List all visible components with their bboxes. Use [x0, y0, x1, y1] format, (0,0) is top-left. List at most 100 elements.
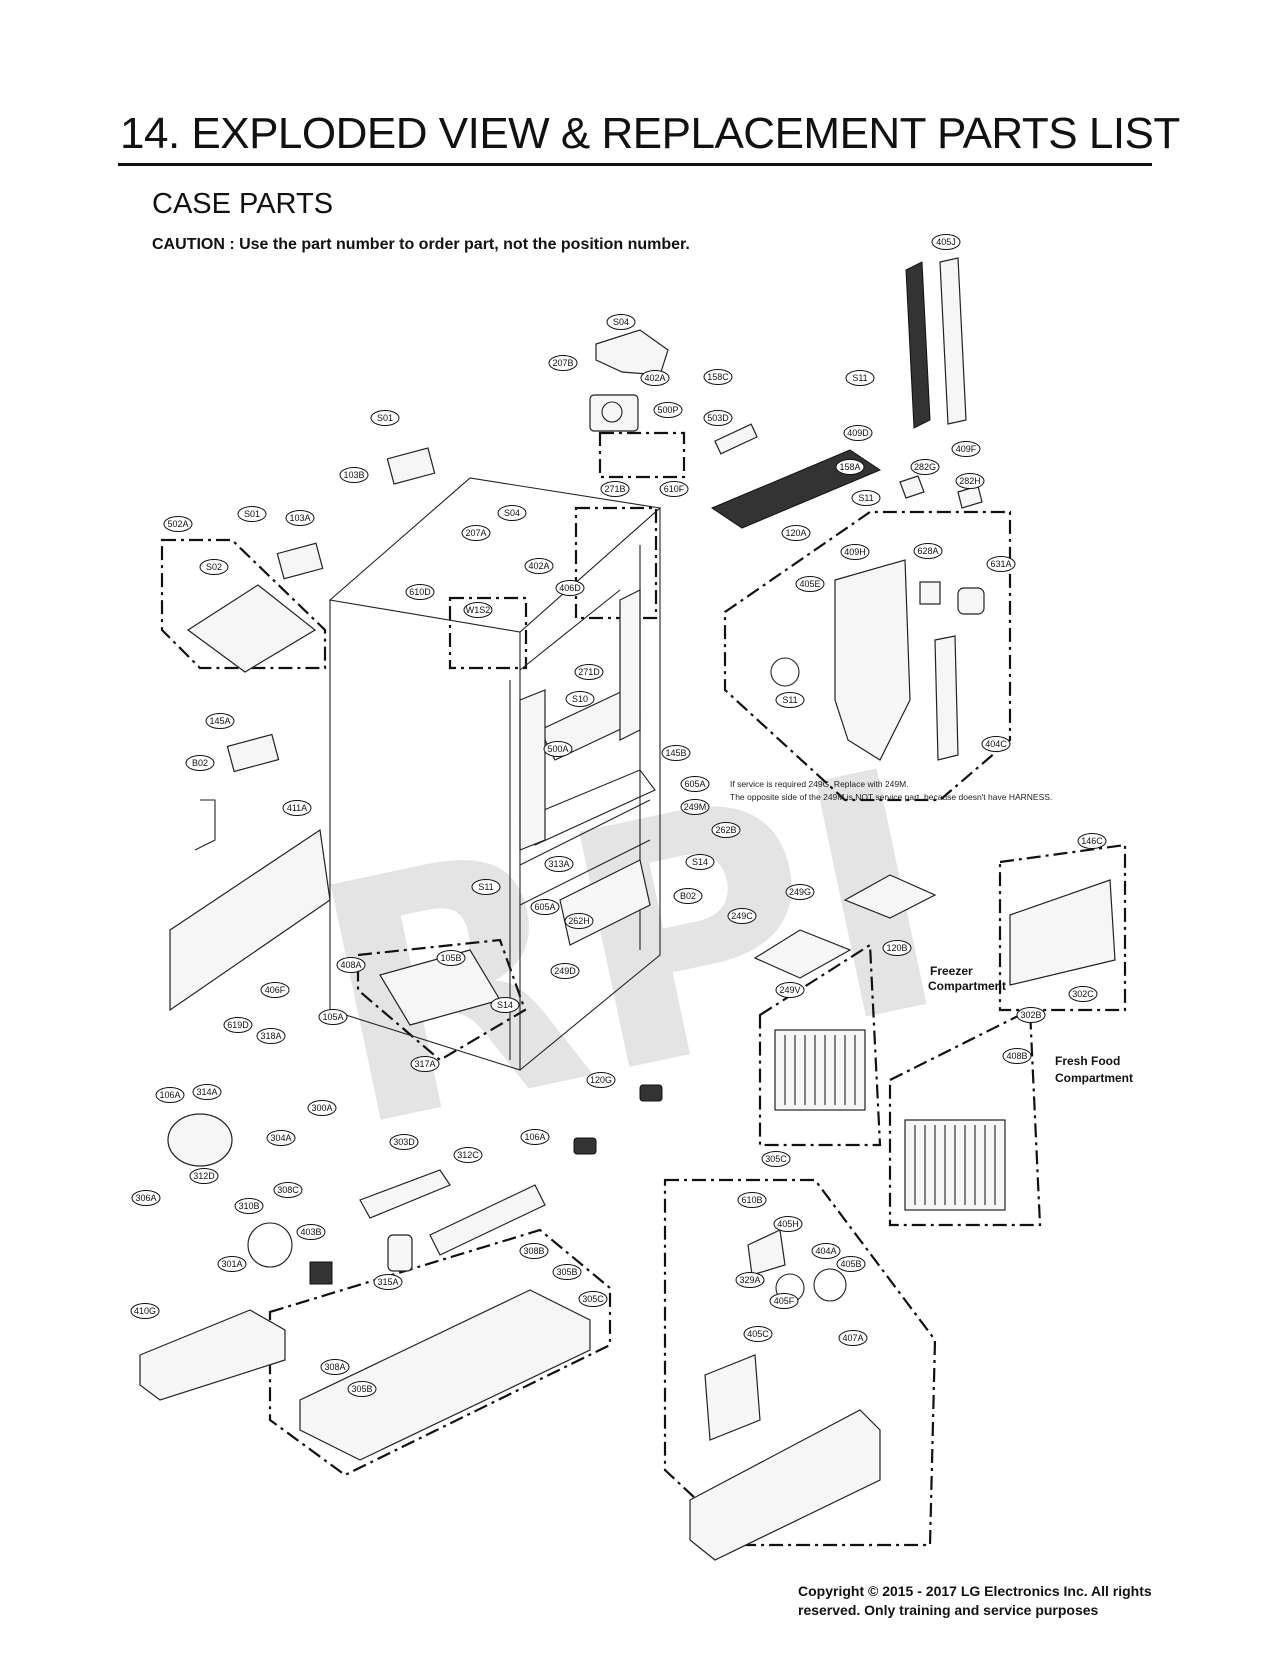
position-label-120g: 120G	[586, 1072, 616, 1088]
position-label-text: B02	[680, 891, 696, 901]
position-label-text: S04	[504, 508, 520, 518]
position-label-610d: 610D	[405, 584, 435, 600]
position-label-158c: 158C	[703, 369, 733, 385]
position-label-207a: 207A	[461, 525, 491, 541]
position-label-403b: 403B	[296, 1224, 326, 1240]
position-label-text: 408A	[340, 960, 361, 970]
copyright-notice: Copyright © 2015 - 2017 LG Electronics I…	[798, 1582, 1218, 1620]
position-label-411a: 411A	[282, 800, 312, 816]
position-label-308b: 308B	[519, 1243, 549, 1259]
position-label-text: 610F	[664, 484, 685, 494]
position-label-610f: 610F	[659, 481, 689, 497]
caution-note: CAUTION : Use the part number to order p…	[152, 236, 690, 253]
position-label-text: 312C	[457, 1150, 479, 1160]
position-label-text: 403B	[300, 1227, 321, 1237]
position-label-text: 500A	[547, 744, 568, 754]
position-label-305c: 305C	[761, 1151, 791, 1167]
position-label-text: 402A	[528, 561, 549, 571]
position-label-s02: S02	[199, 559, 229, 575]
position-label-b02: B02	[673, 888, 703, 904]
fresh-food-compartment-label-2: Compartment	[1055, 1071, 1133, 1085]
position-label-249g: 249G	[785, 884, 815, 900]
position-label-w1s2: W1S2	[463, 602, 493, 618]
position-label-409d: 409D	[843, 425, 873, 441]
position-label-text: 303D	[393, 1137, 415, 1147]
position-label-text: 120A	[785, 528, 806, 538]
position-label-text: 610D	[409, 587, 431, 597]
position-label-text: 271D	[578, 667, 600, 677]
copyright-line-2: reserved. Only training and service purp…	[798, 1602, 1099, 1618]
position-label-text: 306A	[135, 1193, 156, 1203]
position-label-145b: 145B	[661, 745, 691, 761]
position-label-106a: 106A	[155, 1087, 185, 1103]
position-label-120b: 120B	[882, 940, 912, 956]
position-label-282h: 282H	[955, 473, 985, 489]
service-note-2: The opposite side of the 249M is NOT ser…	[730, 792, 1052, 802]
position-label-text: S14	[692, 857, 708, 867]
position-label-text: 282H	[959, 476, 981, 486]
position-label-text: 407A	[842, 1333, 863, 1343]
position-label-s01: S01	[370, 410, 400, 426]
position-label-text: 404A	[815, 1246, 836, 1256]
position-label-s01: S01	[237, 506, 267, 522]
position-label-text: 158A	[839, 462, 860, 472]
position-label-105b: 105B	[436, 950, 466, 966]
position-label-text: 502A	[167, 519, 188, 529]
position-label-text: 262H	[568, 916, 590, 926]
position-label-249d: 249D	[550, 963, 580, 979]
position-label-text: 405F	[774, 1296, 795, 1306]
position-label-406f: 406F	[260, 982, 290, 998]
position-label-text: 628A	[917, 546, 938, 556]
position-label-text: 408B	[1006, 1051, 1027, 1061]
title-rule	[118, 163, 1152, 166]
position-label-s11: S11	[851, 490, 881, 506]
position-label-315a: 315A	[373, 1274, 403, 1290]
position-label-271d: 271D	[574, 664, 604, 680]
position-label-text: 605A	[534, 902, 555, 912]
position-label-b02: B02	[185, 755, 215, 771]
position-label-text: 500P	[657, 405, 678, 415]
position-label-text: 405C	[747, 1329, 769, 1339]
position-label-619d: 619D	[223, 1017, 253, 1033]
section-title: CASE PARTS	[152, 188, 334, 220]
position-label-text: 410G	[134, 1306, 156, 1316]
position-label-text: 207B	[552, 358, 573, 368]
position-label-308a: 308A	[320, 1359, 350, 1375]
position-label-262h: 262H	[564, 913, 594, 929]
position-label-306a: 306A	[131, 1190, 161, 1206]
position-label-text: 610B	[741, 1195, 762, 1205]
position-label-402a: 402A	[640, 370, 670, 386]
position-label-text: 329A	[739, 1275, 760, 1285]
position-label-305b: 305B	[347, 1381, 377, 1397]
position-label-317a: 317A	[410, 1056, 440, 1072]
position-label-text: 305B	[351, 1384, 372, 1394]
position-label-605a: 605A	[530, 899, 560, 915]
position-labels: 405J S04 207B 402A 158C S11 500P 503D 409D 158A 61…	[130, 234, 1107, 1397]
position-label-text: S02	[206, 562, 222, 572]
position-label-text: S04	[613, 317, 629, 327]
position-label-282g: 282G	[910, 459, 940, 475]
position-label-329a: 329A	[735, 1272, 765, 1288]
position-label-text: 207A	[465, 528, 486, 538]
position-label-text: S10	[572, 694, 588, 704]
position-label-402a: 402A	[524, 558, 554, 574]
position-label-text: 249C	[731, 911, 753, 921]
position-label-text: 120G	[590, 1075, 612, 1085]
position-label-207b: 207B	[548, 355, 578, 371]
position-label-text: 282G	[914, 462, 936, 472]
position-label-text: 411A	[287, 803, 307, 813]
position-label-312c: 312C	[453, 1147, 483, 1163]
position-label-300a: 300A	[307, 1100, 337, 1116]
position-label-503d: 503D	[703, 410, 733, 426]
position-label-405j: 405J	[931, 234, 961, 250]
position-label-605a: 605A	[680, 776, 710, 792]
position-label-text: 249M	[684, 802, 707, 812]
position-label-s14: S14	[685, 854, 715, 870]
assembly-boundaries	[160, 431, 1127, 1547]
position-label-304a: 304A	[266, 1130, 296, 1146]
position-label-s11: S11	[471, 879, 501, 895]
position-label-text: B02	[192, 758, 208, 768]
position-label-text: 405E	[799, 579, 820, 589]
position-label-500p: 500P	[653, 402, 683, 418]
